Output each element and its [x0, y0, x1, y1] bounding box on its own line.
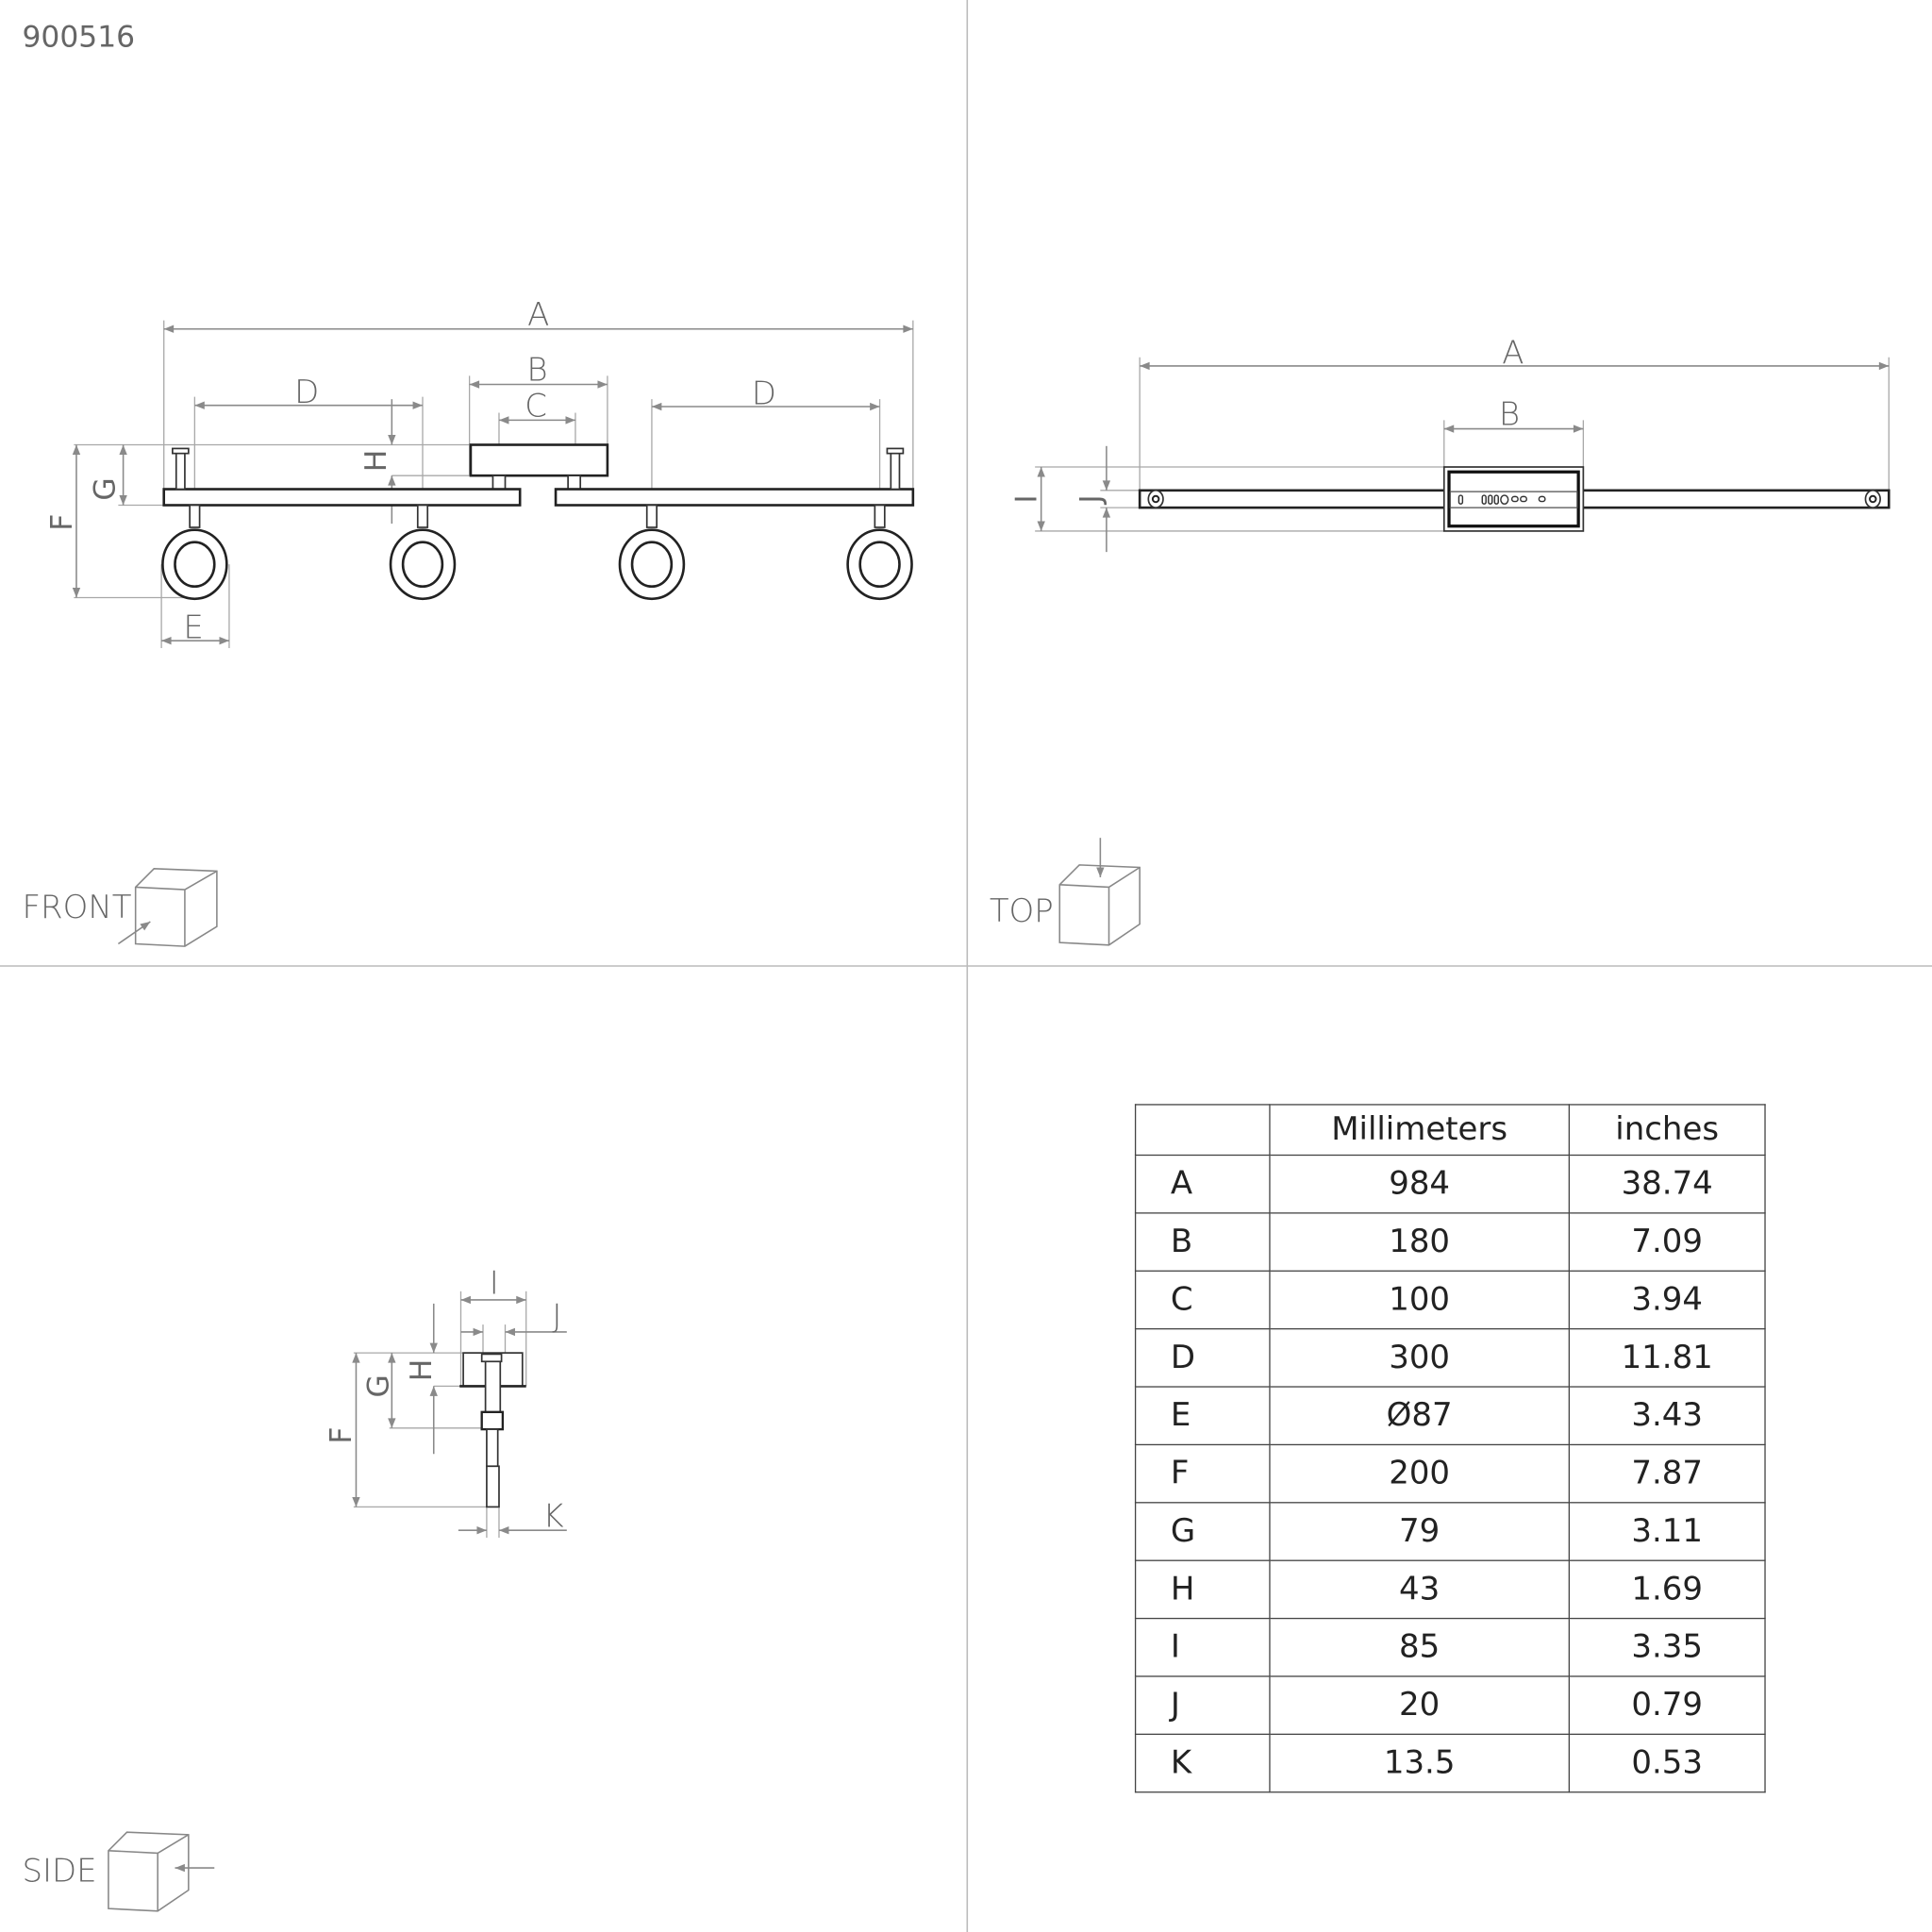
- millimeters-value: 79: [1269, 1502, 1570, 1561]
- side-dim-j-label: J: [552, 1298, 561, 1336]
- front-view: A B C D D H G F E: [23, 296, 915, 947]
- millimeters-value: 200: [1269, 1443, 1570, 1504]
- header-inches: inches: [1568, 1104, 1766, 1157]
- dim-d-right-label: D: [752, 375, 776, 412]
- side-view-label: SIDE: [23, 1852, 97, 1890]
- millimeters-value: Ø87: [1269, 1386, 1570, 1446]
- dimension-key: C: [1134, 1270, 1271, 1330]
- dim-e-label: E: [183, 609, 203, 647]
- canopy: [469, 443, 609, 477]
- millimeters-value: 85: [1269, 1617, 1570, 1677]
- dimension-key: I: [1134, 1617, 1271, 1677]
- dim-c-label: C: [525, 387, 547, 425]
- millimeters-value: 180: [1269, 1212, 1570, 1272]
- inches-value: 7.09: [1568, 1212, 1766, 1272]
- inches-value: 3.94: [1568, 1270, 1766, 1330]
- side-dim-f-label: F: [325, 1427, 358, 1444]
- dimension-key: B: [1134, 1212, 1271, 1272]
- header-key: [1134, 1104, 1271, 1157]
- top-dim-b-label: B: [1499, 396, 1520, 434]
- side-spot: [486, 1465, 500, 1508]
- inches-value: 38.74: [1568, 1154, 1766, 1214]
- inches-value: 1.69: [1568, 1559, 1766, 1620]
- spotlights: [161, 504, 913, 601]
- bar-right: [554, 488, 915, 507]
- dimension-key: D: [1134, 1327, 1271, 1388]
- dimension-key: K: [1134, 1733, 1271, 1793]
- table-header-row: Millimeters inches: [1134, 1104, 1766, 1157]
- dimension-key: J: [1134, 1675, 1271, 1736]
- dim-b-label: B: [526, 352, 547, 390]
- front-cube-icon: [117, 868, 218, 947]
- bar-left: [162, 488, 522, 507]
- inches-value: 3.11: [1568, 1502, 1766, 1561]
- millimeters-value: 13.5: [1269, 1733, 1570, 1793]
- side-view: I J H G F K SIDE: [23, 1264, 567, 1912]
- inches-value: 3.35: [1568, 1617, 1766, 1677]
- inches-value: 7.87: [1568, 1443, 1766, 1504]
- inches-value: 0.79: [1568, 1675, 1766, 1736]
- millimeters-value: 984: [1269, 1154, 1570, 1214]
- article-number: 900516: [23, 21, 136, 55]
- dim-f-label: F: [45, 514, 79, 531]
- side-dim-k-label: K: [542, 1497, 563, 1535]
- dimension-key: G: [1134, 1502, 1271, 1561]
- top-dim-j-label: J: [1074, 494, 1108, 505]
- side-cube-icon: [108, 1831, 215, 1912]
- dim-d-left-label: D: [294, 374, 319, 411]
- millimeters-value: 20: [1269, 1675, 1570, 1736]
- dimension-key: A: [1134, 1154, 1271, 1214]
- top-view: A B I J TOP: [990, 334, 1890, 946]
- dim-g-label: G: [88, 477, 122, 500]
- millimeters-value: 43: [1269, 1559, 1570, 1620]
- top-dim-a-label: A: [1502, 334, 1524, 372]
- dim-a-label: A: [527, 296, 549, 334]
- dimension-key: H: [1134, 1559, 1271, 1620]
- side-dim-g-label: G: [361, 1374, 395, 1397]
- dimension-key: F: [1134, 1443, 1271, 1504]
- header-millimeters: Millimeters: [1269, 1104, 1570, 1157]
- side-dim-h-label: H: [405, 1359, 439, 1382]
- inches-value: 3.43: [1568, 1386, 1766, 1446]
- millimeters-value: 100: [1269, 1270, 1570, 1330]
- top-cube-icon: [1058, 838, 1141, 946]
- millimeters-value: 300: [1269, 1327, 1570, 1388]
- top-view-label: TOP: [990, 892, 1054, 930]
- dimension-key: E: [1134, 1386, 1271, 1446]
- inches-value: 0.53: [1568, 1733, 1766, 1793]
- dim-h-label: H: [359, 450, 393, 473]
- top-dim-i-label: I: [1009, 494, 1043, 503]
- front-view-label: FRONT: [23, 889, 132, 926]
- side-dim-i-label: I: [490, 1264, 499, 1302]
- inches-value: 11.81: [1568, 1327, 1766, 1388]
